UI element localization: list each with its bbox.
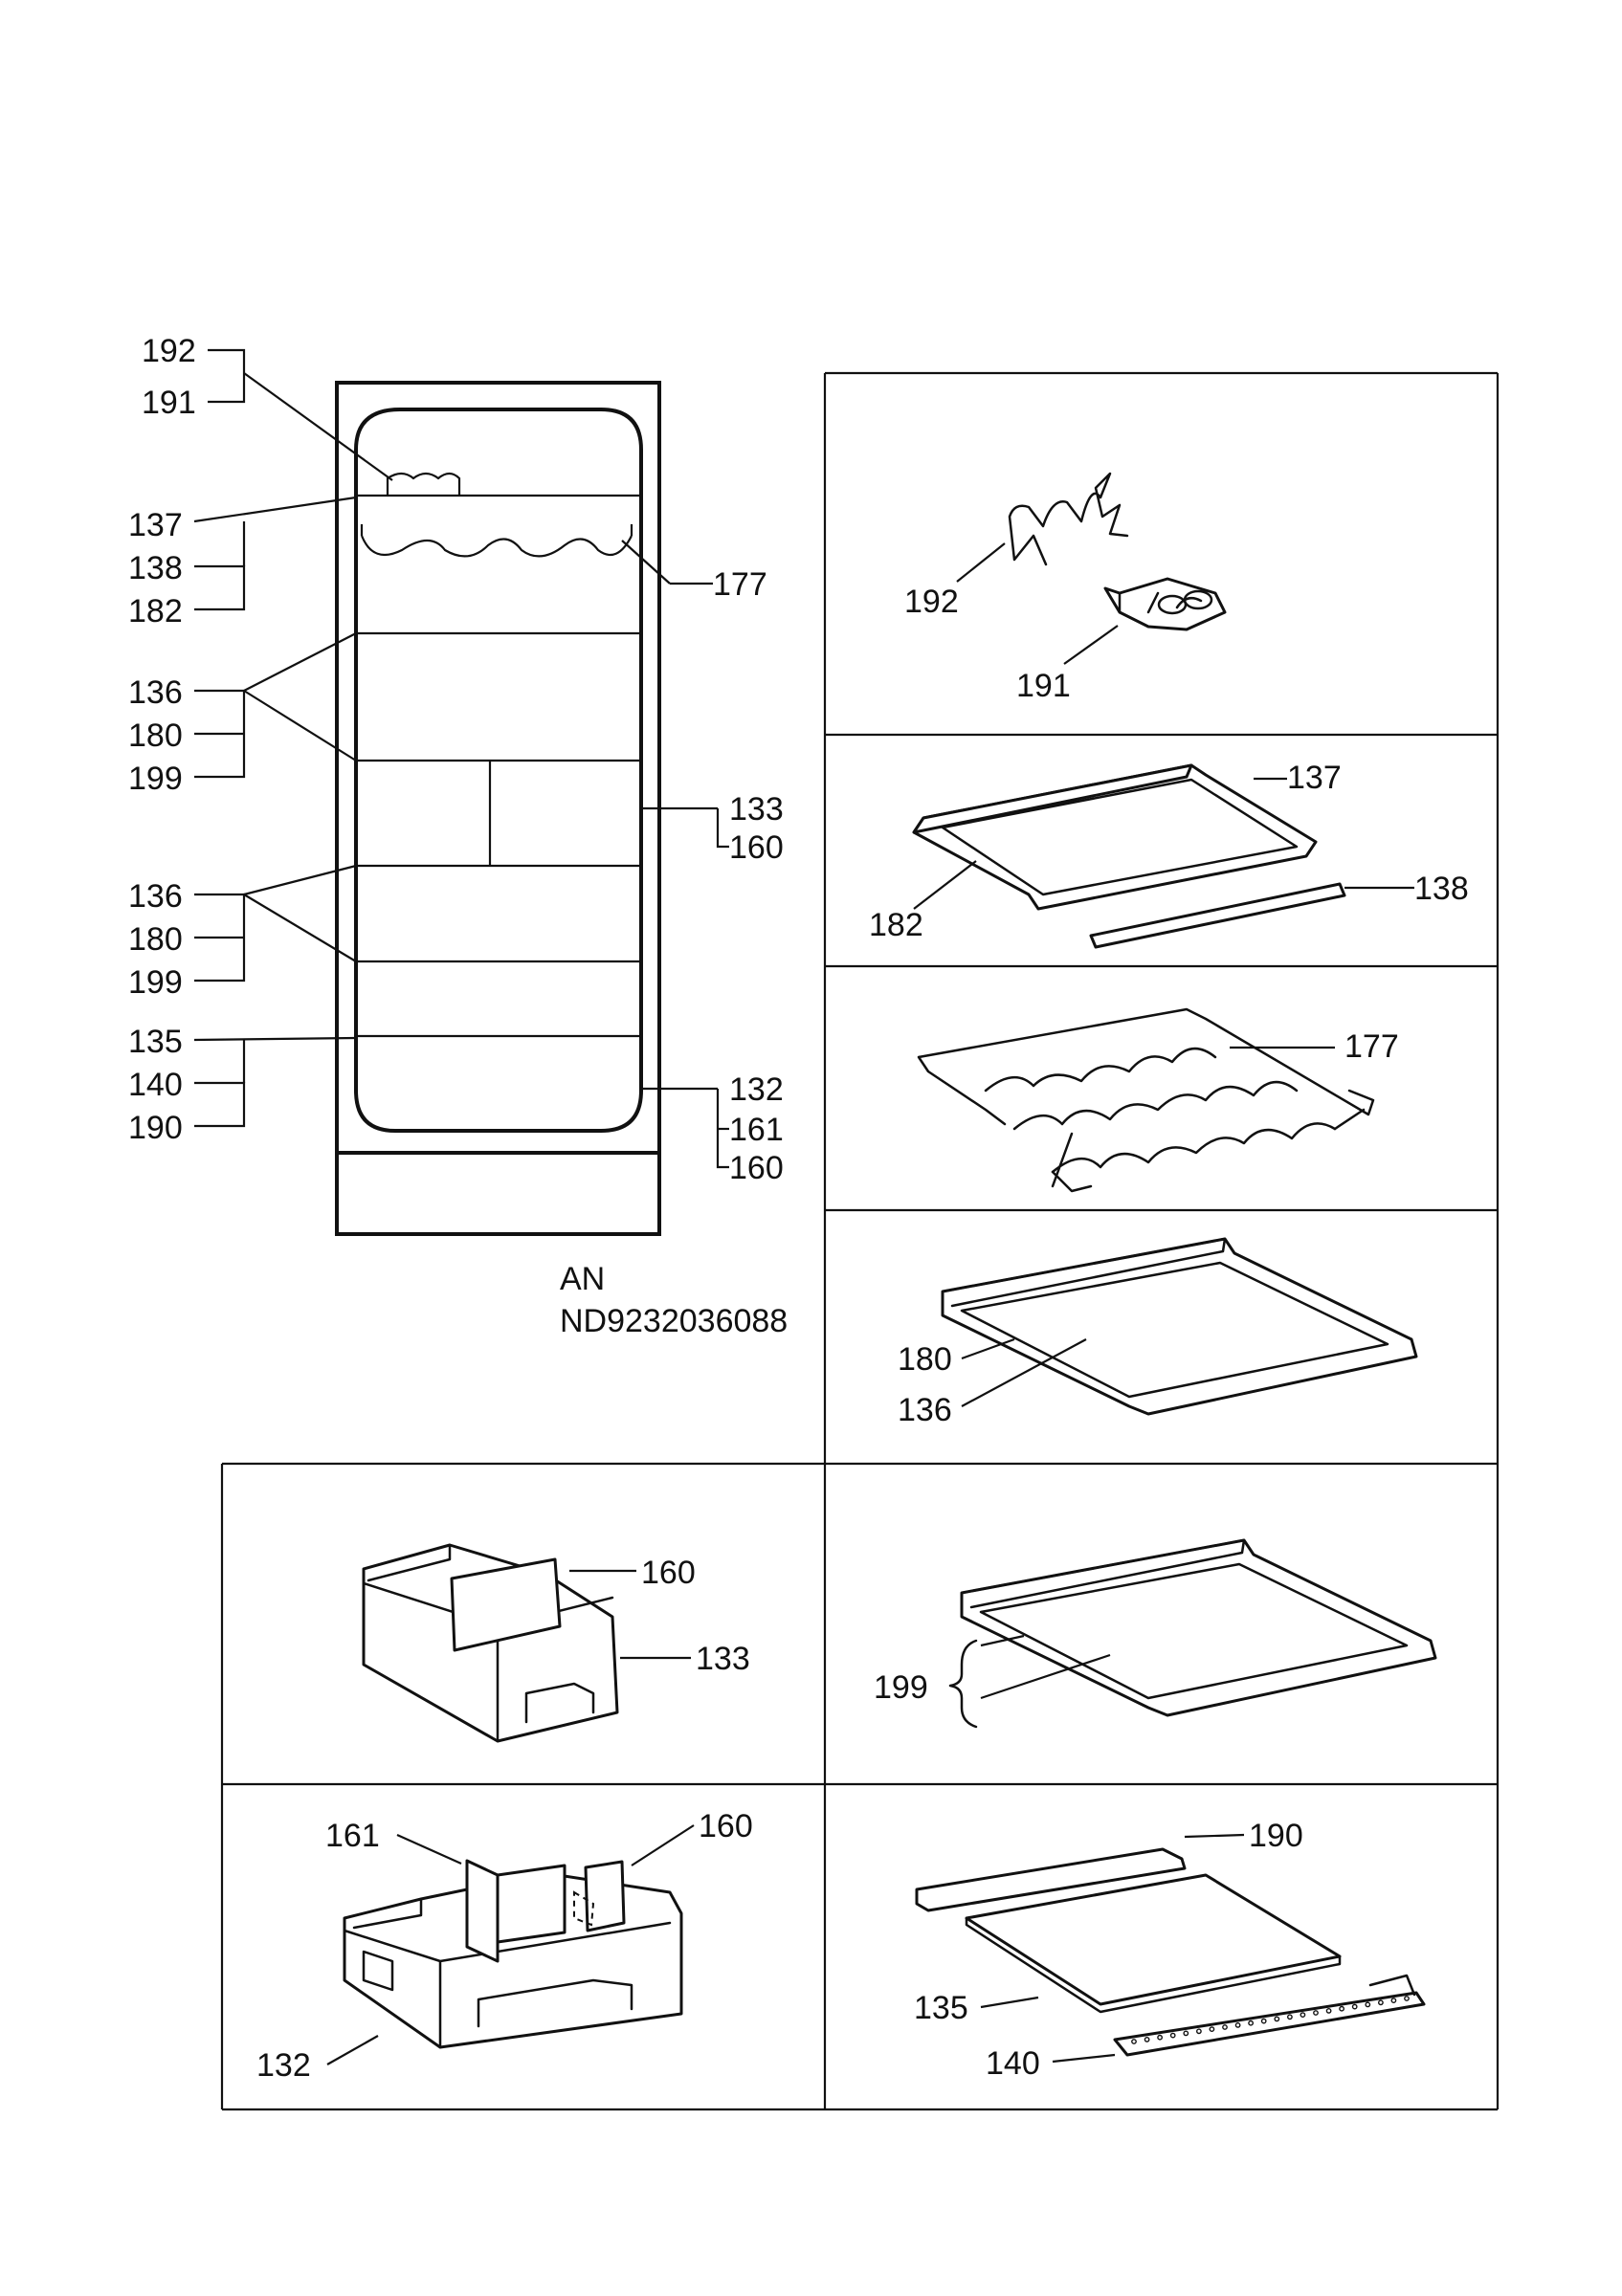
callout-135: 135 (128, 1024, 183, 1060)
doc-code-line1: AN (560, 1261, 605, 1297)
label-180-panel: 180 (898, 1341, 952, 1378)
overview-left-callouts: 192 191 137 138 182 136 180 199 136 180 … (128, 333, 393, 1146)
vent-hole (1222, 2024, 1228, 2030)
callout-161: 161 (729, 1112, 784, 1148)
panel-clip-holder: 192 191 (904, 472, 1227, 704)
vent-hole (1351, 2003, 1358, 2010)
vent-holes (1131, 1996, 1410, 2044)
panel-small-drawer: 160 133 (362, 1543, 750, 1743)
vent-hole (1325, 2007, 1332, 2014)
panel-top-shelf: 137 138 182 (869, 760, 1469, 949)
vent-hole (1209, 2026, 1215, 2033)
label-132-panel: 132 (256, 2047, 311, 2084)
callout-160-mid: 160 (729, 829, 784, 866)
label-160-drawer-small: 160 (641, 1555, 696, 1591)
label-191-panel: 191 (1016, 668, 1071, 704)
label-136-panel: 136 (898, 1392, 952, 1428)
label-161-panel: 161 (325, 1818, 380, 1854)
panel-big-drawer: 161 160 132 (256, 1808, 753, 2084)
label-137-panel: 137 (1287, 760, 1342, 796)
label-182-panel: 182 (869, 907, 923, 943)
panel-crisper-cover: 190 135 140 (914, 1818, 1426, 2082)
callout-132: 132 (729, 1071, 784, 1108)
label-160-drawer-big: 160 (699, 1808, 753, 1844)
label-140-panel: 140 (986, 2045, 1040, 2082)
callout-177: 177 (713, 566, 767, 603)
callout-190: 190 (128, 1110, 183, 1146)
label-138-panel: 138 (1414, 871, 1469, 907)
vent-hole (1196, 2028, 1202, 2035)
vent-hole (1144, 2036, 1150, 2042)
vent-hole (1183, 2030, 1189, 2037)
cabinet-overview (335, 381, 661, 1236)
doc-code-line2: ND9232036088 (560, 1303, 788, 1339)
vent-hole (1287, 2014, 1293, 2020)
callout-136-upper: 136 (128, 674, 183, 711)
callout-199-upper: 199 (128, 761, 183, 797)
callout-136-lower: 136 (128, 878, 183, 915)
label-199-panel: 199 (874, 1669, 928, 1706)
label-133-panel: 133 (696, 1641, 750, 1677)
vent-hole (1339, 2005, 1345, 2012)
label-192-panel: 192 (904, 584, 959, 620)
vent-hole (1365, 2001, 1371, 2008)
vent-hole (1390, 1998, 1397, 2004)
vent-hole (1300, 2012, 1306, 2019)
callout-138: 138 (128, 550, 183, 586)
vent-hole (1404, 1996, 1410, 2001)
panel-grid (220, 371, 1500, 2111)
vent-hole (1274, 2016, 1280, 2022)
callout-133: 133 (729, 791, 784, 828)
callout-140: 140 (128, 1067, 183, 1103)
vent-hole (1248, 2020, 1255, 2026)
callout-191: 191 (142, 385, 196, 421)
vent-hole (1260, 2018, 1267, 2024)
overview-right-callouts: 177 133 160 132 161 160 (621, 540, 784, 1186)
vent-hole (1169, 2032, 1176, 2039)
callout-192: 192 (142, 333, 196, 369)
vent-hole (1157, 2034, 1164, 2041)
panel-bottle-rack: 177 (917, 1007, 1399, 1193)
panel-split-shelf: 199 (874, 1538, 1437, 1729)
callout-180-lower: 180 (128, 921, 183, 958)
callout-199-lower: 199 (128, 964, 183, 1001)
callout-180-upper: 180 (128, 718, 183, 754)
panel-glass-shelf: 180 136 (898, 1237, 1418, 1428)
callout-182: 182 (128, 593, 183, 629)
callout-160-low: 160 (729, 1150, 784, 1186)
vent-hole (1234, 2021, 1241, 2028)
vent-hole (1378, 1999, 1384, 2006)
label-190-panel: 190 (1249, 1818, 1303, 1854)
vent-hole (1131, 2039, 1137, 2044)
vent-hole (1313, 2010, 1319, 2016)
callout-137: 137 (128, 507, 183, 543)
label-177-panel: 177 (1344, 1028, 1399, 1065)
label-135-panel: 135 (914, 1990, 968, 2026)
